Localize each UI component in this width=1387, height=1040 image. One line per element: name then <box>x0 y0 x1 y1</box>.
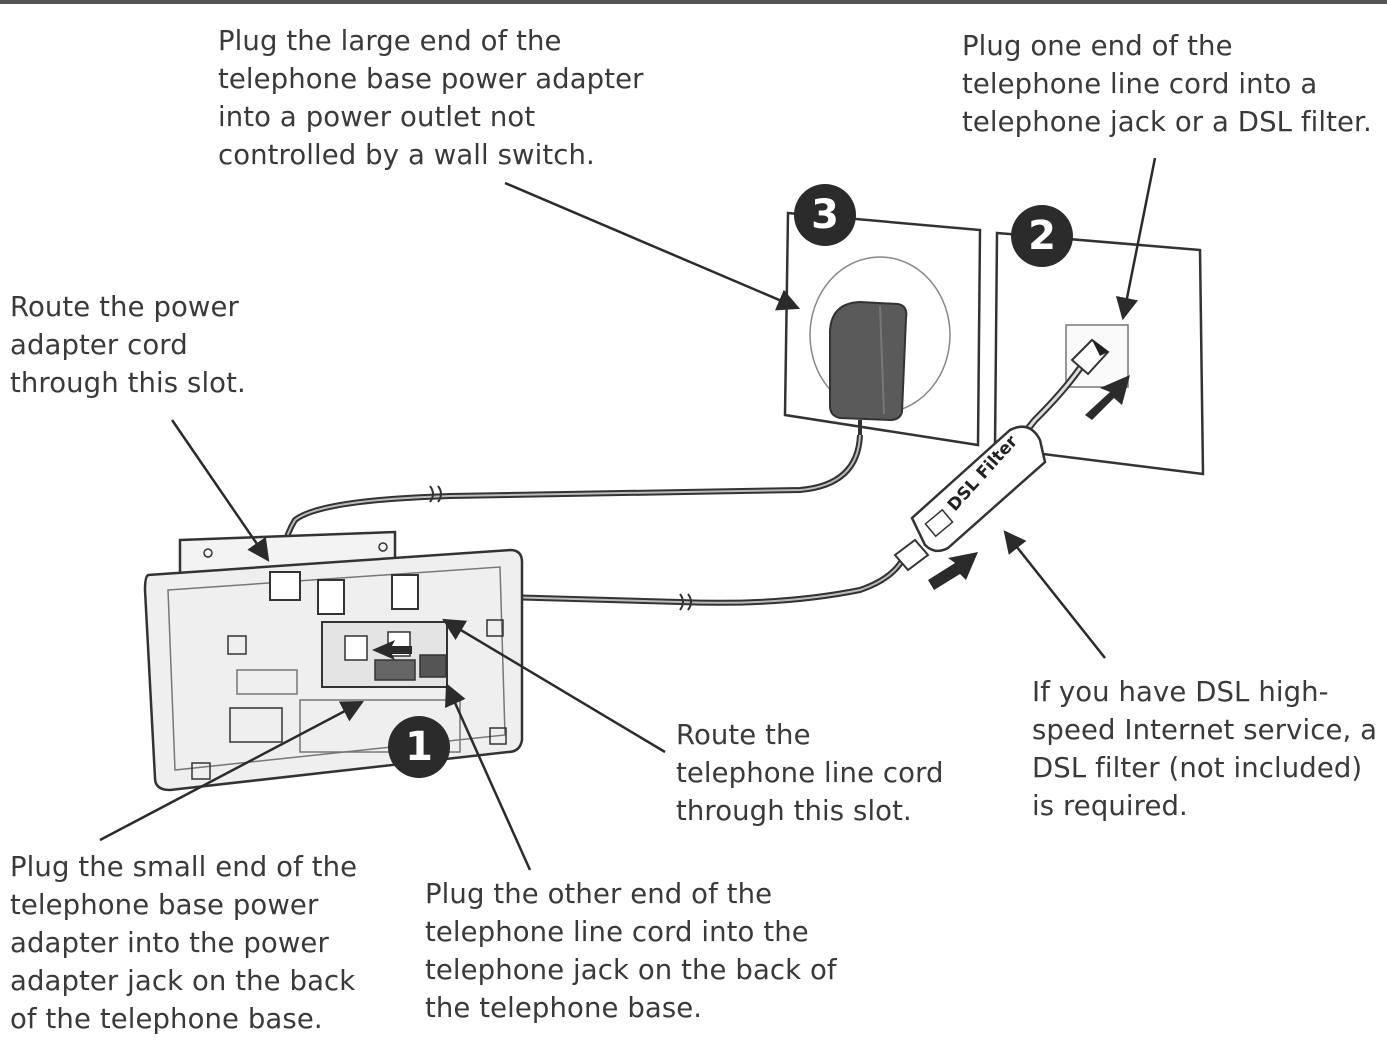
step-2-badge: 2 <box>1011 205 1073 267</box>
leader-lines <box>99 157 1157 871</box>
caption-step2-phone-jack: Plug one end of the telephone line cord … <box>962 30 1372 138</box>
caption-route-power-cord: Route the power adapter cord through thi… <box>10 291 246 399</box>
caption-plug-other-end: Plug the other end of the telephone line… <box>425 878 837 1024</box>
filter-plug <box>893 538 930 572</box>
telephone-base <box>143 530 524 792</box>
caption-step3-power-outlet: Plug the large end of the telephone base… <box>218 25 644 171</box>
wall-jack-plug <box>1070 338 1110 376</box>
push-arrow-icon <box>1085 375 1130 420</box>
step-3-badge: 3 <box>794 184 856 246</box>
top-rule <box>0 0 1387 4</box>
power-adapter <box>829 300 908 435</box>
step-1-badge: 1 <box>388 716 450 778</box>
caption-dsl-required: If you have DSL high- speed Internet ser… <box>1032 676 1378 822</box>
caption-plug-small-end: Plug the small end of the telephone base… <box>10 851 358 1035</box>
push-arrow-icon <box>928 552 978 590</box>
caption-route-line-cord: Route the telephone line cord through th… <box>676 719 944 827</box>
